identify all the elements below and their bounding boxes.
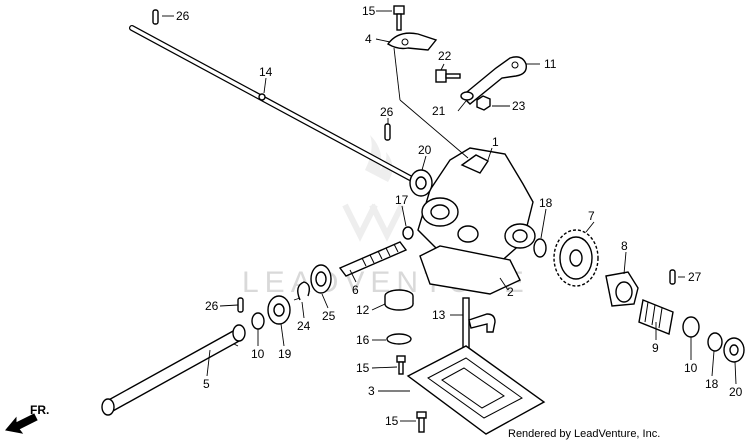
- callout-27: 27: [688, 270, 702, 284]
- part-22-bolt: [435, 69, 461, 83]
- callout-22: 22: [438, 49, 452, 63]
- callout-26-top: 26: [176, 9, 190, 23]
- callouts: 26 15 4 22 11 14 21 23 26 1 20 17 18 7 8…: [176, 4, 743, 428]
- callout-2: 2: [507, 285, 514, 299]
- part-25-bearing: [310, 264, 332, 294]
- callout-21: 21: [432, 104, 446, 118]
- callout-20-top: 20: [418, 143, 432, 157]
- part-3-cover: [406, 345, 546, 435]
- callout-24: 24: [297, 319, 311, 333]
- leader-lines: [162, 10, 737, 422]
- front-direction-arrow: FR.: [5, 403, 49, 434]
- part-4-bracket: [386, 32, 438, 51]
- callout-26-mid: 26: [380, 105, 394, 119]
- part-20-seal-top: [409, 169, 433, 197]
- callout-10-right: 10: [684, 361, 698, 375]
- callout-13: 13: [432, 308, 446, 322]
- part-12-bushing: [384, 289, 414, 311]
- part-24-circlip: [297, 281, 311, 301]
- callout-20-lower: 20: [729, 385, 743, 399]
- part-10-washer-right: [682, 316, 700, 338]
- callout-14: 14: [259, 65, 273, 79]
- part-21-washer: [460, 91, 474, 101]
- callout-11: 11: [544, 57, 557, 71]
- callout-15-mid: 15: [356, 361, 370, 375]
- credit-text: Rendered by LeadVenture, Inc.: [508, 428, 660, 440]
- part-7-gear: [553, 229, 599, 287]
- part-15-bolt-top: [393, 5, 405, 31]
- callout-12: 12: [356, 303, 370, 317]
- part-23-nut: [476, 95, 491, 111]
- part-15-bolt-mid: [396, 355, 406, 375]
- part-2-gasket: [419, 245, 521, 295]
- part-14-shaft: [129, 25, 413, 181]
- callout-18-lower: 18: [705, 377, 719, 391]
- callout-18-upper: 18: [539, 196, 553, 210]
- callout-6: 6: [352, 283, 359, 297]
- callout-7: 7: [588, 209, 595, 223]
- part-5-axle: [101, 324, 246, 416]
- callout-8: 8: [621, 239, 628, 253]
- callout-25: 25: [322, 309, 336, 323]
- part-18-washer-lower: [707, 332, 723, 352]
- callout-15-top: 15: [362, 4, 376, 18]
- part-26-pin-mid: [384, 123, 391, 141]
- callout-15-bottom: 15: [385, 414, 399, 428]
- part-20-seal-lower: [723, 337, 745, 363]
- part-26-pin-top: [152, 9, 159, 25]
- part-1-casing: [417, 147, 536, 265]
- callout-16: 16: [356, 333, 370, 347]
- callout-23: 23: [512, 99, 526, 113]
- callout-4: 4: [365, 32, 372, 46]
- part-16-washer: [386, 333, 412, 345]
- callout-1: 1: [492, 135, 499, 149]
- part-27-pin: [669, 269, 676, 285]
- callout-26-left: 26: [205, 299, 219, 313]
- callout-19: 19: [278, 347, 292, 361]
- direction-label: FR.: [30, 403, 49, 417]
- part-15-bolt-bottom: [416, 411, 427, 433]
- callout-5: 5: [203, 377, 210, 391]
- callout-9: 9: [652, 341, 659, 355]
- part-18-washer-upper: [533, 238, 547, 258]
- part-17-washer: [402, 226, 414, 240]
- part-26-pin-left: [237, 297, 244, 313]
- part-8-clutch: [605, 271, 639, 307]
- callout-17: 17: [395, 193, 409, 207]
- part-13-shift-fork: [462, 297, 496, 351]
- part-19-collar: [267, 295, 291, 325]
- part-6-worm-shaft: [338, 241, 408, 277]
- part-9-splined-shaft: [638, 299, 674, 335]
- callout-10-left: 10: [251, 347, 265, 361]
- callout-3: 3: [368, 384, 375, 398]
- part-10-washer-left: [251, 312, 265, 330]
